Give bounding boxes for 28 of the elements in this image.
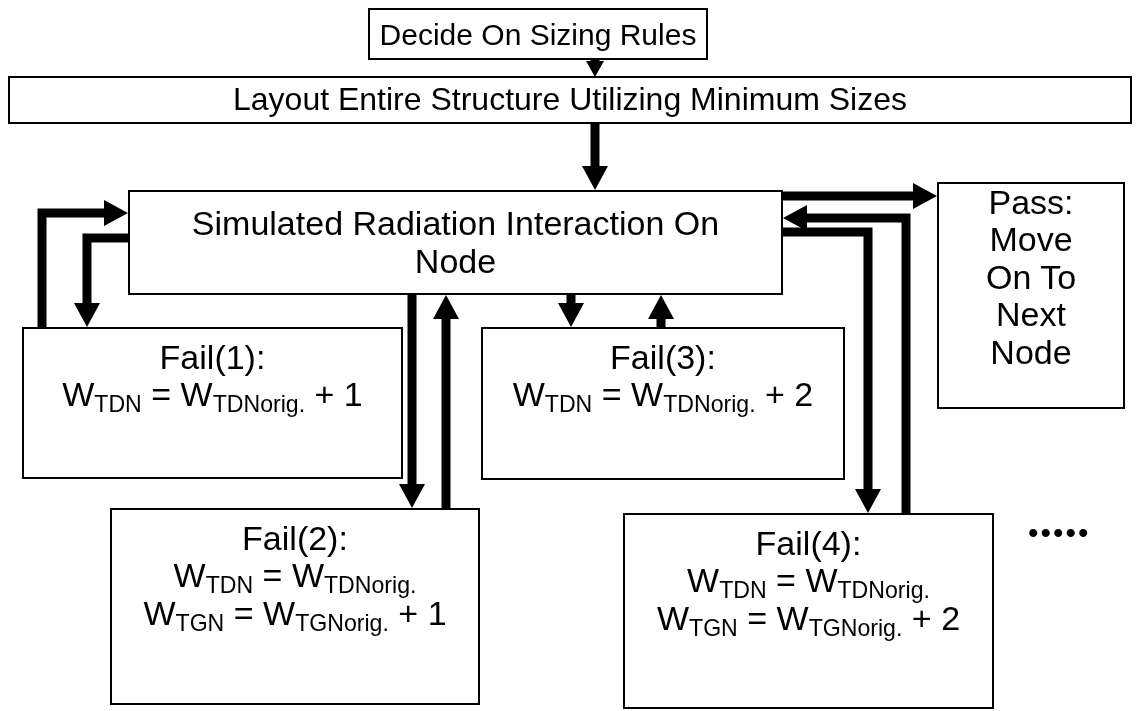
step-label: Fail(2):	[242, 520, 348, 558]
arrow	[783, 183, 937, 209]
arrow	[433, 295, 459, 508]
step-label: Simulated Radiation Interaction On Node	[190, 205, 721, 280]
arrow	[582, 124, 608, 190]
arrow	[586, 60, 604, 77]
step-label: Decide On Sizing Rules	[379, 17, 697, 51]
step-label: Fail(3):	[610, 339, 716, 377]
arrow	[783, 205, 911, 513]
ellipsis-dots: •••••	[1028, 516, 1091, 550]
arrow	[558, 295, 584, 327]
step-label: Fail(4):	[755, 525, 862, 563]
arrow	[37, 200, 128, 327]
process-box	[8, 76, 1132, 124]
process-box	[368, 8, 708, 60]
process-box	[481, 327, 845, 480]
process-box	[128, 190, 783, 295]
process-box	[937, 182, 1125, 409]
step-label: Fail(1):	[159, 339, 266, 377]
step-label: Layout Entire Structure Utilizing Minimum Sizes	[233, 82, 907, 118]
process-box	[22, 327, 403, 479]
process-box	[623, 513, 994, 709]
arrow	[74, 233, 128, 327]
arrow	[648, 295, 674, 327]
step-label: Pass: Move On To Next Node	[984, 184, 1078, 371]
arrow	[399, 295, 425, 508]
arrow	[783, 227, 881, 513]
process-box	[110, 508, 480, 705]
